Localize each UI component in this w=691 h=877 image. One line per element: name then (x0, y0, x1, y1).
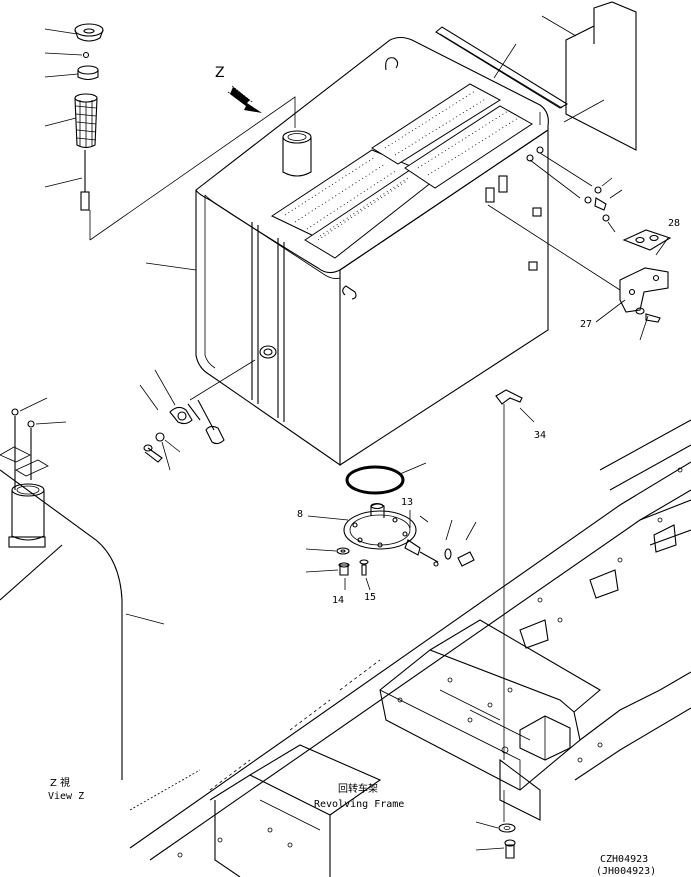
callout-14: 14 (332, 595, 344, 606)
view-label-cn: Z 視 (50, 776, 70, 789)
view-letter: Z (215, 65, 225, 81)
callout-15: 15 (364, 592, 376, 603)
callout-28: 28 (668, 218, 680, 229)
view-label-en: View Z (48, 791, 84, 802)
tank-cover-parts (435, 1, 637, 151)
hydraulic-tank (145, 36, 549, 467)
frame-label-en: Revolving Frame (314, 799, 404, 810)
drawing-code: CZH04923 (600, 854, 648, 865)
frame-label-cn: 回转车架 (338, 782, 378, 795)
view-z-detail (0, 397, 165, 780)
callout-13: 13 (401, 497, 413, 508)
right-fittings (487, 152, 672, 341)
drain-fittings (139, 359, 256, 471)
strainer-assembly (44, 23, 296, 241)
suction-assembly (305, 462, 477, 591)
non-slip-plates (270, 83, 533, 259)
view-z-arrow: Z (215, 65, 262, 113)
clip-34 (495, 389, 535, 760)
callout-27: 27 (580, 319, 592, 330)
callout-34: 34 (534, 430, 546, 441)
revolving-frame (129, 419, 691, 877)
callout-8: 8 (297, 509, 303, 520)
drawing-code-alt: (JH004923) (596, 866, 656, 877)
